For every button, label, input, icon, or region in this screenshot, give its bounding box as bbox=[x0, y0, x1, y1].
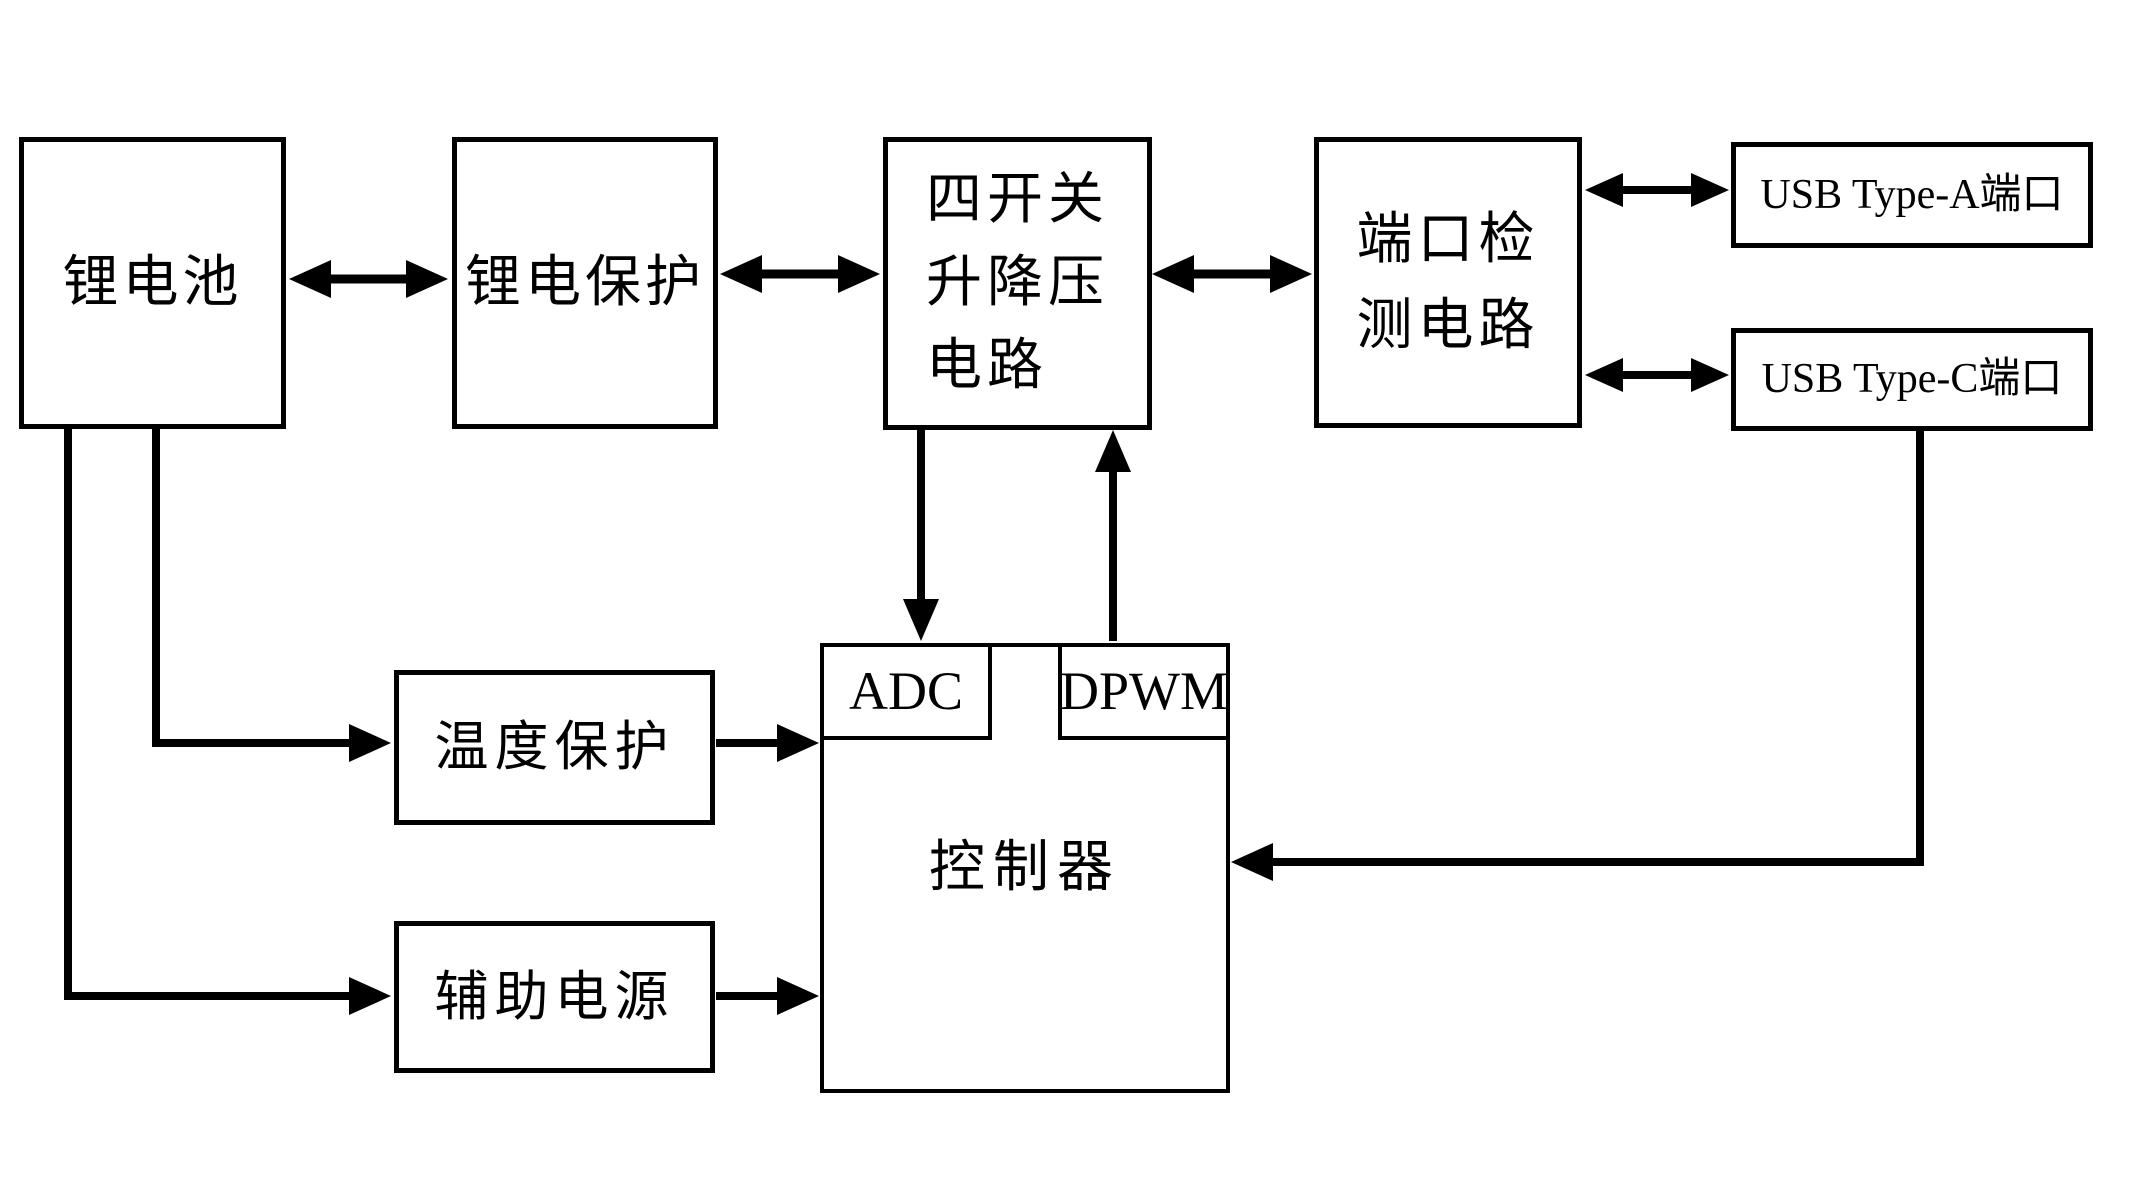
node-port-detection-circuit-label: 端口检 测电路 bbox=[1357, 197, 1540, 369]
node-battery-label: 锂电池 bbox=[62, 251, 243, 314]
node-usb-type-a-port: USB Type-A端口 bbox=[1731, 142, 2093, 248]
edge-port-detection-usb-type-a bbox=[1585, 173, 1729, 207]
node-dpwm: DPWM bbox=[1058, 643, 1230, 740]
node-battery-protection: 锂电保护 bbox=[452, 137, 718, 429]
node-dpwm-label: DPWM bbox=[1060, 661, 1229, 722]
edge-auxiliary-power-to-controller bbox=[716, 977, 819, 1015]
node-controller-label: 控制器 bbox=[929, 836, 1121, 899]
label-line-2: 测电路 bbox=[1356, 294, 1540, 357]
edge-port-detection-usb-type-c bbox=[1585, 358, 1729, 392]
label-line-3: 电路 bbox=[926, 335, 1048, 397]
label-line-2: 升降压 bbox=[926, 252, 1109, 314]
node-buck-boost-circuit-label: 四开关 升降压 电路 bbox=[926, 159, 1109, 408]
node-auxiliary-power-label: 辅助电源 bbox=[434, 966, 675, 1027]
node-usb-type-a-port-label: USB Type-A端口 bbox=[1760, 171, 2064, 218]
node-buck-boost-circuit: 四开关 升降压 电路 bbox=[883, 137, 1152, 430]
edge-buck-boost-to-adc bbox=[903, 430, 939, 641]
label-line-1: 四开关 bbox=[926, 169, 1109, 231]
edge-temperature-protection-to-controller bbox=[716, 724, 819, 762]
edge-battery-to-temperature-protection bbox=[152, 428, 391, 762]
edge-buck-boost-port-detection bbox=[1152, 255, 1312, 293]
edge-usb-type-c-to-controller bbox=[1231, 430, 1924, 881]
node-temperature-protection: 温度保护 bbox=[394, 670, 715, 825]
edge-battery-battery-protection bbox=[289, 260, 448, 298]
node-battery: 锂电池 bbox=[19, 137, 286, 429]
node-port-detection-circuit: 端口检 测电路 bbox=[1314, 137, 1582, 428]
edge-battery-protection-buck-boost bbox=[720, 255, 880, 293]
node-battery-protection-label: 锂电保护 bbox=[465, 251, 705, 314]
edge-dpwm-to-buck-boost bbox=[1095, 430, 1131, 641]
edge-battery-to-auxiliary-power bbox=[64, 428, 391, 1015]
node-temperature-protection-label: 温度保护 bbox=[434, 717, 675, 778]
label-line-1: 端口检 bbox=[1356, 208, 1540, 271]
node-usb-type-c-port: USB Type-C端口 bbox=[1731, 328, 2093, 431]
node-adc-label: ADC bbox=[848, 661, 963, 722]
node-usb-type-c-port-label: USB Type-C端口 bbox=[1761, 356, 2063, 403]
node-adc: ADC bbox=[820, 643, 992, 740]
node-auxiliary-power: 辅助电源 bbox=[394, 921, 715, 1073]
